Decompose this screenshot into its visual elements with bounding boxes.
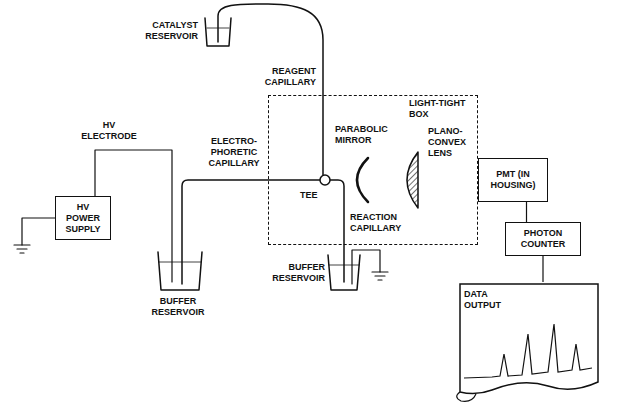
ground-electrode-wire [352,250,380,284]
node-text: DATA OUTPUT [464,289,510,311]
capillary-label: ELECTRO- PHORETIC CAPILLARY [205,136,263,169]
mirror-label: PARABOLIC MIRROR [335,124,393,146]
node-text: PMT (IN HOUSING) [488,169,538,191]
right-buffer-liquid [329,265,359,266]
pmt-box: PMT (IN HOUSING) [478,158,548,202]
left-buffer-liquid [159,262,201,263]
right-buffer-beaker [328,255,360,290]
lens-label: PLANO- CONVEX LENS [428,126,472,159]
capillary-label: REACTION CAPILLARY [350,212,408,234]
plano-convex-lens [407,152,418,208]
ground-symbol [14,245,30,253]
paper-sheet [460,284,598,394]
parabolic-mirror [357,158,368,202]
node-text: HV POWER SUPPLY [61,202,105,235]
signal-trace [464,324,592,378]
junction-label: TEE [300,190,324,201]
reservoir-label: BUFFER RESERVOIR [265,262,325,284]
reservoir-label: BUFFER RESERVOIR [149,296,207,318]
signal-line [526,202,527,222]
node-text: PHOTON COUNTER [516,228,570,250]
ground-wire [22,218,55,245]
power-supply-box: HV POWER SUPPLY [55,196,111,240]
signal-line [542,256,543,282]
ground-symbol [372,272,388,280]
chart-paper: DATA OUTPUT [452,282,602,404]
reaction-capillary [330,180,344,282]
node-text: LIGHT-TIGHT BOX [409,98,473,120]
reservoir-label: CATALYST RESERVOIR [140,20,198,42]
electrode-label: HV ELECTRODE [80,120,138,142]
counter-box: PHOTON COUNTER [505,222,581,256]
left-buffer-beaker [158,252,202,290]
paper-curl [457,392,476,401]
capillary-label: REAGENT CAPILLARY [258,66,316,88]
tee-junction [320,175,330,185]
light-tight-box: LIGHT-TIGHT BOX [268,95,478,245]
